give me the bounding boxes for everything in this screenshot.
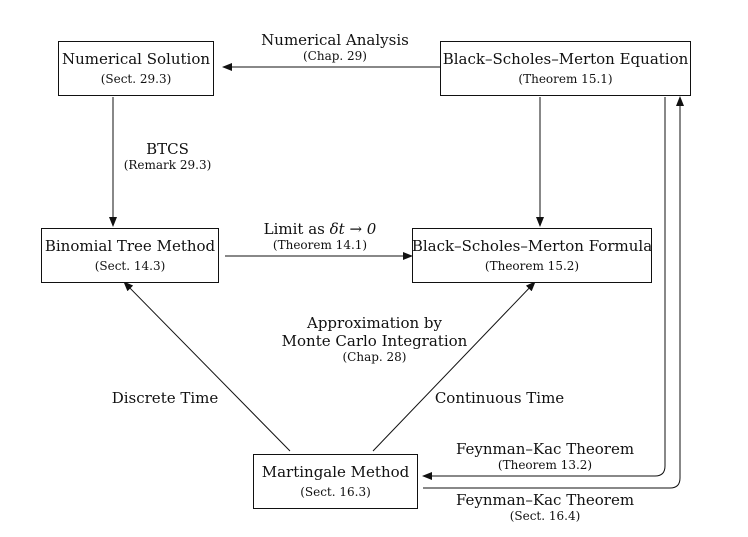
node-title: Black–Scholes–Merton Equation <box>442 50 689 68</box>
label-btcs: BTCS (Remark 29.3) <box>110 140 225 172</box>
edge-label: Feynman–Kac Theorem <box>455 491 635 509</box>
node-bsm-formula: Black–Scholes–Merton Formula (Theorem 15… <box>412 228 652 283</box>
edge-reference: (Chap. 29) <box>302 49 367 63</box>
arrow-continuous-time <box>372 281 536 452</box>
label-discrete-time: Discrete Time <box>105 389 225 407</box>
node-bsm-equation: Black–Scholes–Merton Equation (Theorem 1… <box>440 41 691 96</box>
node-title: Black–Scholes–Merton Formula <box>411 237 653 255</box>
edge-label: BTCS <box>146 140 189 158</box>
node-reference: (Theorem 15.2) <box>484 259 580 273</box>
node-binomial-tree: Binomial Tree Method (Sect. 14.3) <box>41 228 219 283</box>
limit-prefix: Limit as <box>263 220 325 238</box>
arrow-feynman-kac-2 <box>423 96 684 489</box>
edge-reference: (Remark 29.3) <box>123 158 212 172</box>
node-title: Martingale Method <box>261 463 410 481</box>
node-title: Numerical Solution <box>61 50 211 68</box>
edge-reference: (Theorem 14.1) <box>272 238 368 252</box>
label-feynman-kac-1: Feynman–Kac Theorem (Theorem 13.2) <box>455 440 635 472</box>
label-feynman-kac-2: Feynman–Kac Theorem (Sect. 16.4) <box>455 491 635 523</box>
edge-label: Continuous Time <box>434 389 565 407</box>
edge-label: Discrete Time <box>111 389 219 407</box>
node-reference: (Sect. 29.3) <box>100 72 172 86</box>
label-limit: Limit as δt → 0 (Theorem 14.1) <box>235 220 405 252</box>
edge-reference: (Theorem 13.2) <box>497 458 593 472</box>
node-numerical-solution: Numerical Solution (Sect. 29.3) <box>58 41 214 96</box>
edge-label: Numerical Analysis <box>261 31 409 49</box>
limit-symbol: δt → 0 <box>329 220 377 238</box>
edge-reference: (Sect. 16.4) <box>509 509 581 523</box>
node-title: Binomial Tree Method <box>44 237 216 255</box>
edge-label: Limit as δt → 0 <box>235 220 405 238</box>
edge-label: Feynman–Kac Theorem <box>455 440 635 458</box>
label-continuous-time: Continuous Time <box>432 389 567 407</box>
node-martingale: Martingale Method (Sect. 16.3) <box>253 454 418 509</box>
edge-label-line2: Monte Carlo Integration <box>281 332 468 350</box>
node-reference: (Sect. 16.3) <box>300 485 371 499</box>
node-reference: (Theorem 15.1) <box>518 72 613 86</box>
node-reference: (Sect. 14.3) <box>94 259 166 273</box>
arrow-feynman-kac-1 <box>422 97 666 480</box>
edge-label-line1: Approximation by <box>306 314 443 332</box>
arrow-discrete-time <box>123 281 291 452</box>
label-numerical-analysis: Numerical Analysis (Chap. 29) <box>245 31 425 63</box>
edge-reference: (Chap. 28) <box>342 350 407 364</box>
label-monte-carlo: Approximation by Monte Carlo Integration… <box>272 314 477 364</box>
